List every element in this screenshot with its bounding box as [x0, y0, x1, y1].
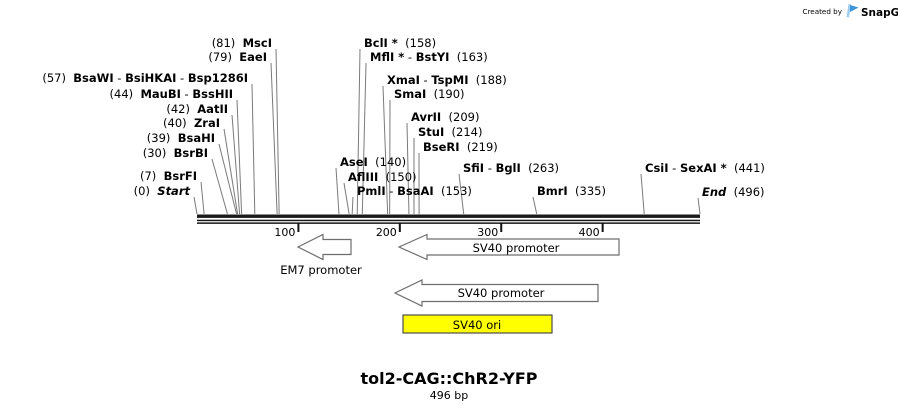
leader-line — [356, 48, 361, 215]
leader-line — [211, 158, 228, 215]
site-label-end[interactable]: End (496) — [702, 185, 765, 199]
leader-line — [343, 182, 350, 215]
leader-line — [361, 62, 367, 215]
snapgene-credit: Created by SnapGene — [802, 4, 898, 19]
site-label-bsrfi[interactable]: (7) BsrFI — [140, 169, 197, 183]
site-label-csii[interactable]: CsiI - SexAI * (441) — [645, 161, 765, 175]
sequence-line — [197, 214, 700, 218]
leader-line — [200, 181, 205, 215]
ruler-tick-label: 200 — [376, 226, 397, 239]
site-label-msci[interactable]: (81) MscI — [212, 36, 272, 50]
leader-line — [351, 196, 354, 215]
feature-label-sv40-ori[interactable]: SV40 ori — [453, 318, 501, 332]
site-label-sfii[interactable]: SfiI - BglI (263) — [463, 161, 559, 175]
ruler-tick-label: 300 — [477, 226, 498, 239]
snapgene-logo-icon — [846, 4, 859, 18]
feature-arrow-em7-promoter[interactable] — [296, 233, 352, 261]
site-label-bmri[interactable]: BmrI (335) — [537, 184, 606, 198]
leader-line — [406, 122, 410, 215]
feature-label-sv40-promoter[interactable]: SV40 promoter — [458, 286, 545, 300]
site-label-maubi[interactable]: (44) MauBI - BssHII — [110, 87, 233, 101]
map-layer: 100 200 300 400 (0) Start(7) BsrFI (30) BsrBI… — [42, 36, 765, 334]
site-label-eaei[interactable]: (79) EaeI — [208, 50, 267, 64]
feature-label-sv40-promoter[interactable]: SV40 promoter — [473, 241, 560, 255]
sequence-rule-top — [197, 219, 700, 222]
leader-line — [218, 143, 238, 215]
leader-line — [458, 173, 465, 215]
site-label-start[interactable]: (0) Start — [134, 184, 191, 198]
feature-arrow-sv40-promoter[interactable] — [397, 233, 620, 261]
site-label-asei[interactable]: AseI (140) — [340, 155, 406, 169]
ruler-tick-label: 400 — [579, 226, 600, 239]
site-label-bseri[interactable]: BseRI (219) — [423, 140, 498, 154]
leader-line — [223, 128, 239, 215]
sequence-rule-bottom — [197, 222, 700, 224]
site-label-pmli[interactable]: PmlI - BsaAI (153) — [357, 184, 472, 198]
site-label-smai[interactable]: SmaI (190) — [394, 87, 465, 101]
created-by-label: Created by — [802, 7, 842, 16]
feature-arrow-sv40-promoter[interactable] — [393, 279, 599, 307]
leader-line — [382, 85, 389, 215]
leader-line — [335, 167, 340, 215]
leader-line — [270, 62, 278, 215]
plasmid-length-label: 496 bp — [430, 389, 468, 402]
leader-line — [697, 197, 701, 215]
site-label-avrii[interactable]: AvrII (209) — [411, 110, 479, 124]
feature-box-sv40-ori[interactable] — [402, 314, 553, 334]
snapgene-brand-label: SnapGene — [861, 7, 898, 19]
site-label-bsahi[interactable]: (39) BsaHI — [147, 131, 215, 145]
site-label-bcli[interactable]: BclI * (158) — [364, 36, 436, 50]
leader-line — [251, 83, 256, 215]
leader-line — [193, 196, 198, 215]
feature-label-em7-promoter[interactable]: EM7 promoter — [280, 263, 362, 277]
site-label-bsawi[interactable]: (57) BsaWI - BsiHKAI - Bsp1286I — [42, 71, 248, 85]
plasmid-title: tol2-CAG::ChR2-YFP — [360, 369, 537, 388]
leader-line — [640, 173, 645, 215]
site-label-zrai[interactable]: (40) ZraI — [163, 116, 220, 130]
site-label-stui[interactable]: StuI (214) — [418, 125, 482, 139]
ruler-tick-label: 100 — [274, 226, 295, 239]
leader-line — [275, 48, 280, 215]
site-label-aatii[interactable]: (42) AatII — [166, 102, 228, 116]
site-label-mfli[interactable]: MflI * - BstYI (163) — [370, 50, 488, 64]
site-label-xmai[interactable]: XmaI - TspMI (188) — [387, 73, 507, 87]
leader-line — [532, 196, 538, 215]
leader-line — [231, 114, 241, 215]
site-label-bsrbi[interactable]: (30) BsrBI — [143, 146, 208, 160]
leader-line — [236, 99, 243, 215]
site-label-afliii[interactable]: AflIII (150) — [348, 170, 417, 184]
